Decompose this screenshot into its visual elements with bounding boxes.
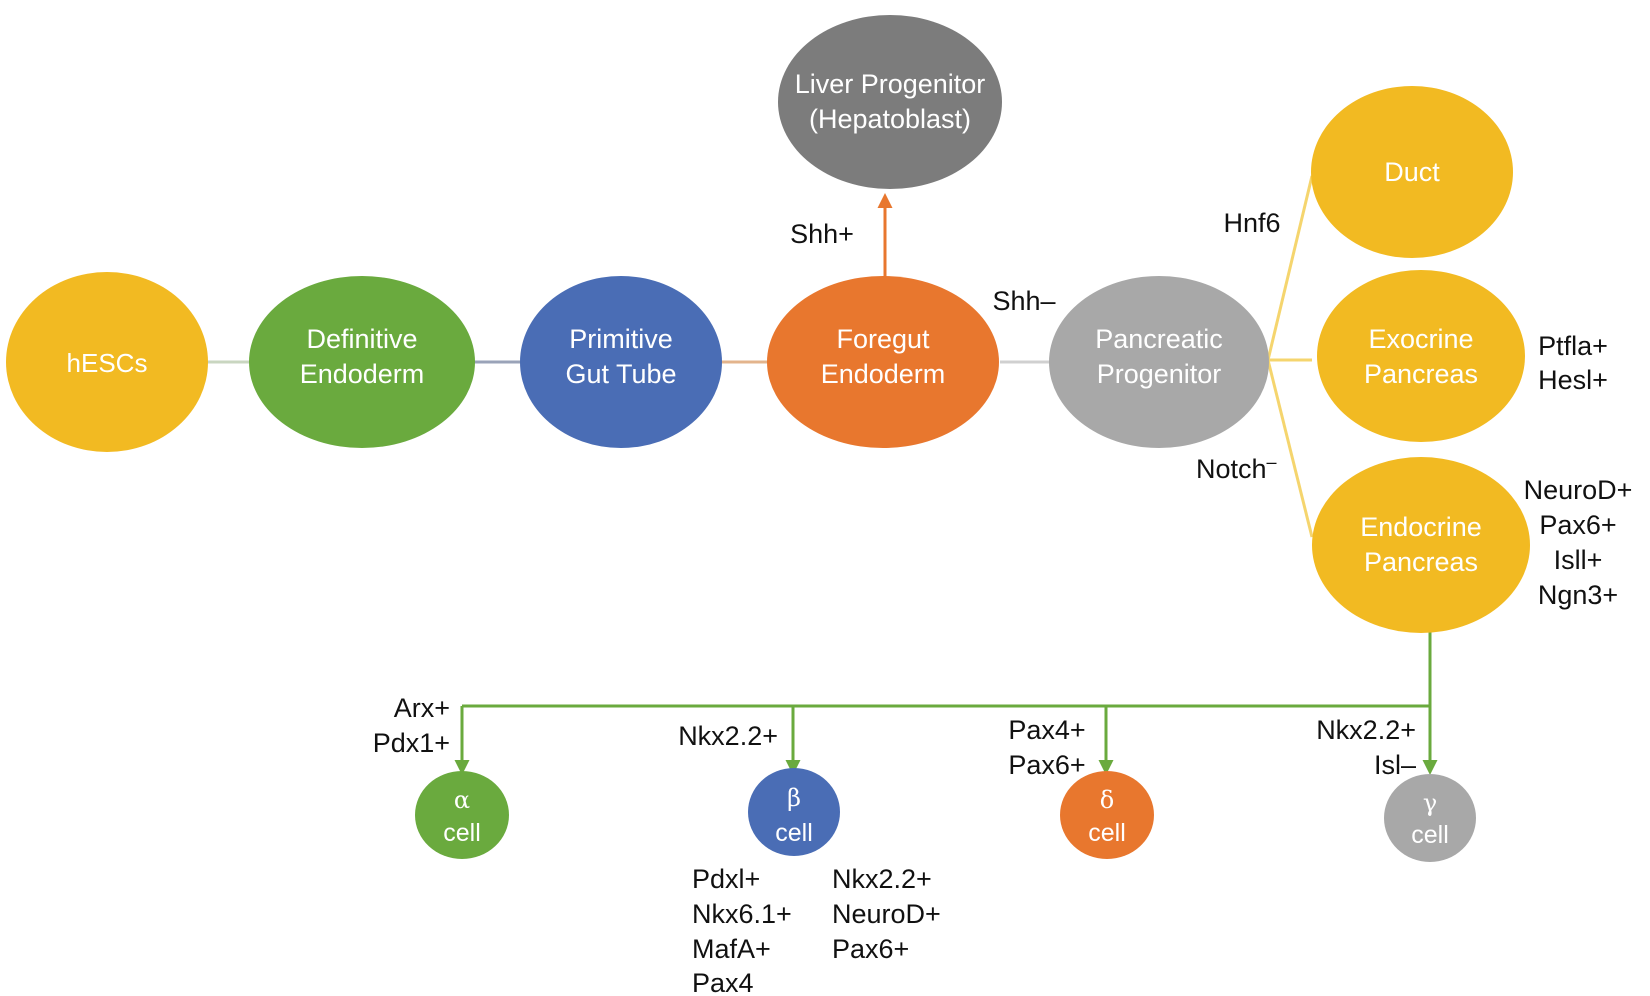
node-pancreatic-line1: Pancreatic (1095, 324, 1223, 354)
label-notch-base: Notch (1196, 454, 1267, 484)
node-exocrine-line2: Pancreas (1364, 359, 1478, 389)
beta-symbol: β (787, 784, 801, 812)
marker-delta-2: Pax6+ (1008, 750, 1085, 780)
marker-endocrine-2: Pax6+ (1539, 510, 1616, 540)
alpha-symbol: α (454, 786, 470, 814)
node-liver-line2: (Hepatoblast) (809, 104, 971, 134)
node-pancreatic-progenitor: Pancreatic Progenitor (1049, 276, 1269, 448)
node-endocrine-line2: Pancreas (1364, 547, 1478, 577)
branch-to-endocrine (1266, 359, 1314, 538)
node-delta-cell: δ cell (1060, 771, 1154, 859)
marker-gamma-2: Isl– (1374, 750, 1416, 780)
label-notch: Notch– (1196, 452, 1277, 484)
marker-beta-top: Nkx2.2+ (678, 721, 778, 751)
marker-beta-right-1: Nkx2.2+ (832, 864, 932, 894)
node-duct: Duct (1311, 86, 1513, 258)
node-foregut-line2: Endoderm (821, 359, 946, 389)
marker-beta-left-1: Pdxl+ (692, 864, 760, 894)
node-foregut-endoderm: Foregut Endoderm (767, 276, 999, 448)
markers-alpha: Arx+ Pdx1+ (373, 693, 450, 758)
marker-alpha-2: Pdx1+ (373, 728, 450, 758)
node-exocrine-line1: Exocrine (1368, 324, 1473, 354)
gamma-symbol: γ (1423, 789, 1437, 817)
beta-cell-label: cell (775, 819, 813, 847)
marker-beta-right-3: Pax6+ (832, 934, 909, 964)
node-beta-cell: β cell (748, 768, 840, 856)
marker-exocrine-1: Ptfla+ (1538, 331, 1608, 361)
markers-exocrine: Ptfla+ Hesl+ (1538, 331, 1608, 395)
markers-delta: Pax4+ Pax6+ (1008, 715, 1085, 780)
node-endocrine-pancreas: Endocrine Pancreas (1312, 457, 1530, 633)
marker-beta-left-4: Pax4 (692, 968, 754, 996)
node-hescs: hESCs (6, 272, 208, 452)
node-exocrine-pancreas: Exocrine Pancreas (1317, 270, 1525, 442)
markers-beta-left: Pdxl+ Nkx6.1+ MafA+ Pax4 (692, 864, 792, 996)
branch-to-duct (1266, 175, 1314, 361)
node-primitive-line1: Primitive (569, 324, 673, 354)
node-primitive-line2: Gut Tube (565, 359, 676, 389)
markers-beta-right: Nkx2.2+ NeuroD+ Pax6+ (832, 864, 941, 964)
marker-endocrine-3: Isll+ (1554, 545, 1603, 575)
marker-exocrine-2: Hesl+ (1538, 365, 1608, 395)
marker-beta-right-2: NeuroD+ (832, 899, 941, 929)
alpha-cell-label: cell (443, 819, 481, 847)
node-hescs-label: hESCs (67, 348, 148, 378)
node-pancreatic-line2: Progenitor (1097, 359, 1222, 389)
node-foregut-line1: Foregut (836, 324, 930, 354)
marker-endocrine-4: Ngn3+ (1538, 580, 1618, 610)
markers-gamma: Nkx2.2+ Isl– (1316, 715, 1416, 780)
label-hnf6: Hnf6 (1223, 208, 1280, 238)
marker-beta-left-3: MafA+ (692, 934, 771, 964)
gamma-cell-label: cell (1411, 821, 1449, 849)
node-definitive-line2: Endoderm (300, 359, 425, 389)
marker-beta-left-2: Nkx6.1+ (692, 899, 792, 929)
delta-symbol: δ (1100, 786, 1114, 814)
node-definitive-line1: Definitive (306, 324, 417, 354)
markers-endocrine: NeuroD+ Pax6+ Isll+ Ngn3+ (1524, 475, 1633, 610)
marker-gamma-1: Nkx2.2+ (1316, 715, 1416, 745)
label-shh-plus: Shh+ (790, 219, 854, 249)
label-shh-minus: Shh– (992, 286, 1055, 316)
marker-delta-1: Pax4+ (1008, 715, 1085, 745)
label-notch-sup: – (1267, 452, 1277, 472)
node-liver-progenitor: Liver Progenitor (Hepatoblast) (778, 15, 1002, 189)
node-endocrine-line1: Endocrine (1360, 512, 1482, 542)
node-definitive-endoderm: Definitive Endoderm (249, 276, 475, 448)
node-liver-line1: Liver Progenitor (795, 69, 986, 99)
node-duct-label: Duct (1384, 157, 1440, 187)
marker-alpha-1: Arx+ (394, 693, 450, 723)
marker-endocrine-1: NeuroD+ (1524, 475, 1633, 505)
node-alpha-cell: α cell (415, 771, 509, 859)
node-gamma-cell: γ cell (1384, 774, 1476, 862)
delta-cell-label: cell (1088, 819, 1126, 847)
node-primitive-gut-tube: Primitive Gut Tube (520, 276, 722, 448)
